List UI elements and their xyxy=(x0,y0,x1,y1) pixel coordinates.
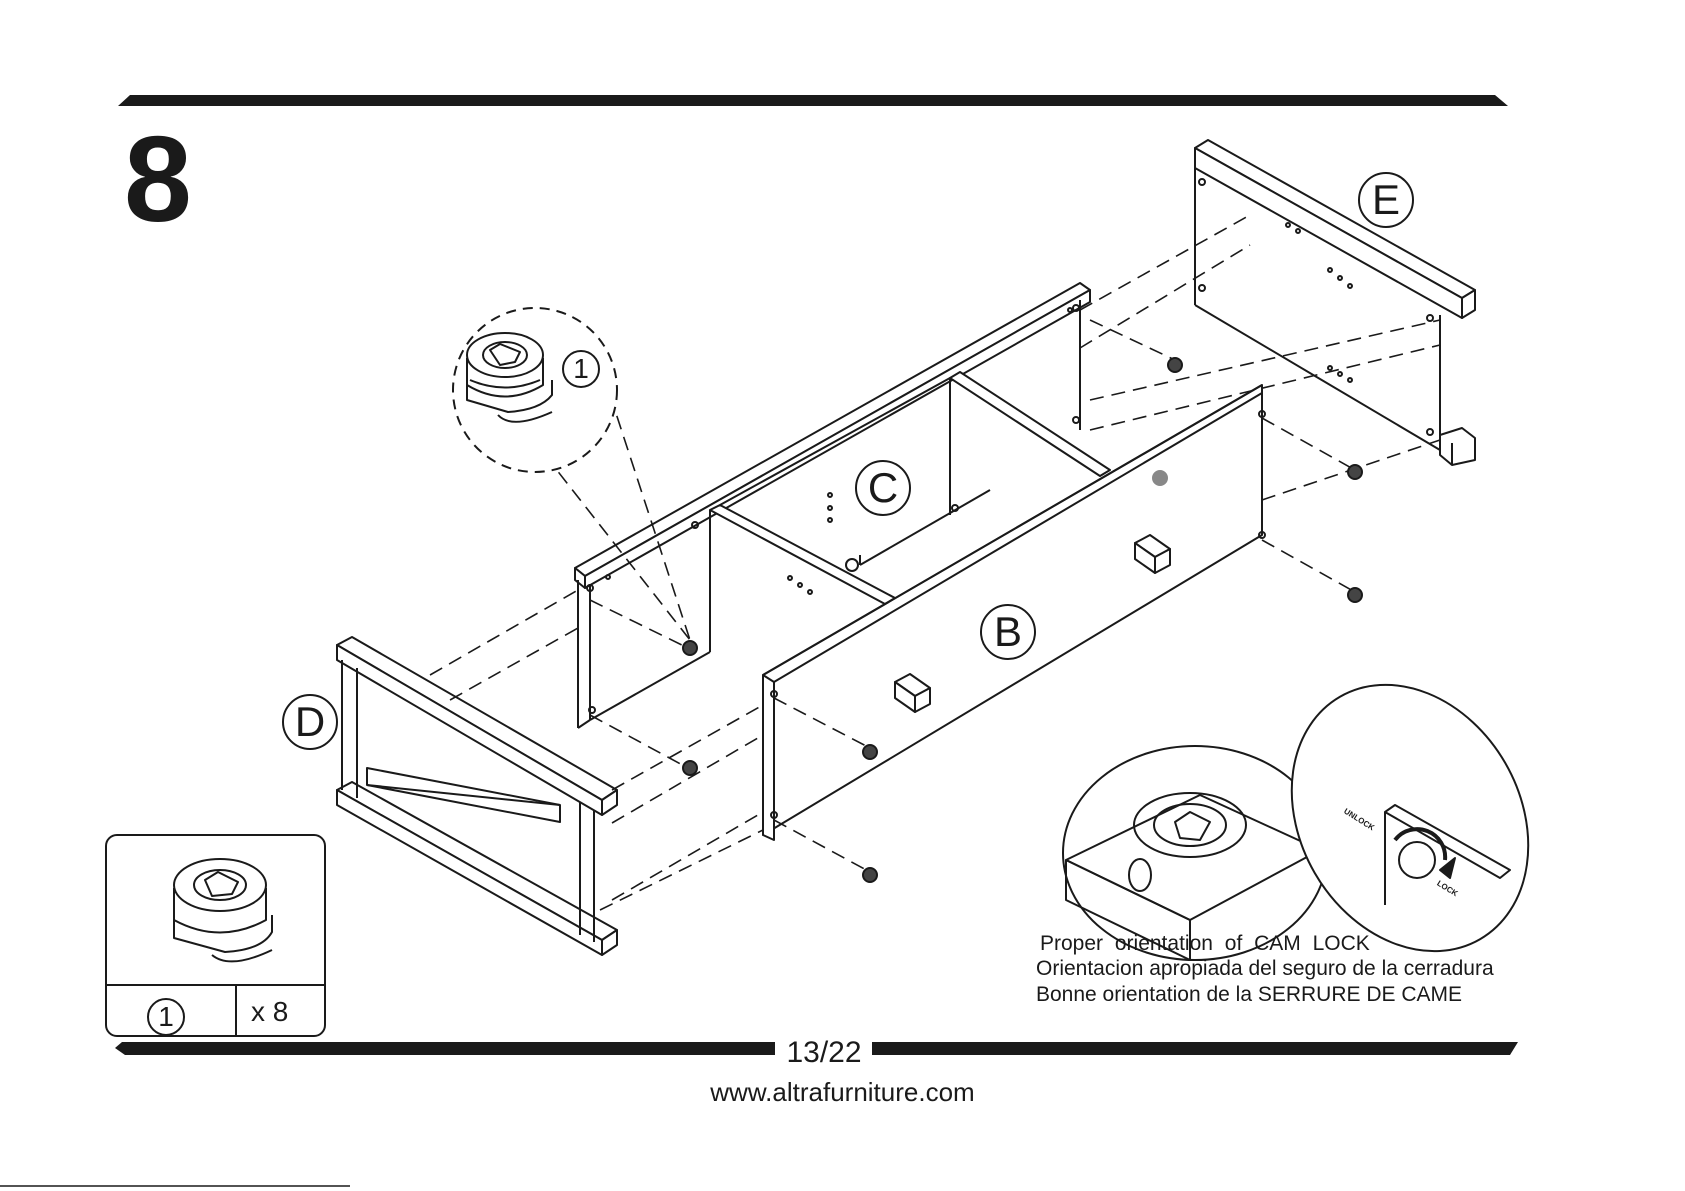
hardware-box-divider xyxy=(107,984,324,986)
cam-lock-callout xyxy=(453,308,617,472)
callout-part-id: 1 xyxy=(562,350,600,388)
website-url: www.altrafurniture.com xyxy=(0,1077,1685,1108)
footer-rule-right xyxy=(872,1042,1518,1055)
hardware-quantity: x 8 xyxy=(251,996,288,1028)
part-label-e: E xyxy=(1358,172,1414,228)
caption-spanish: Orientacion apropiada del seguro de la c… xyxy=(1036,957,1494,981)
cam-lock-detail-top xyxy=(1063,746,1327,960)
part-label-b: B xyxy=(980,604,1036,660)
part-label-d: D xyxy=(282,694,338,750)
caption-english: Proper orientation of CAM LOCK xyxy=(1040,932,1370,956)
caption-french: Bonne orientation de la SERRURE DE CAME xyxy=(1036,983,1462,1007)
hardware-id: 1 xyxy=(147,998,185,1036)
footer-rule-left xyxy=(115,1042,775,1055)
hardware-box: 1 x 8 xyxy=(105,834,326,1037)
step-number: 8 xyxy=(124,118,190,240)
hardware-box-divider-vertical xyxy=(235,984,237,1035)
part-label-c: C xyxy=(855,460,911,516)
page-number: 13/22 xyxy=(778,1036,870,1070)
header-rule xyxy=(118,95,1508,106)
